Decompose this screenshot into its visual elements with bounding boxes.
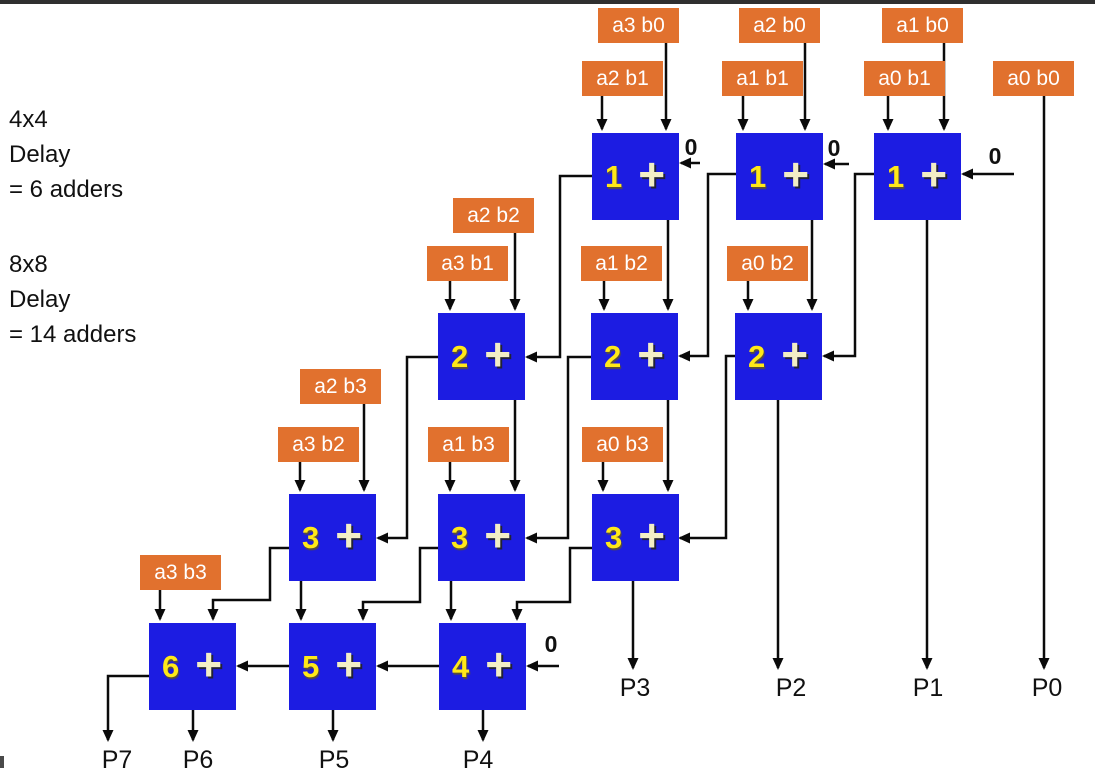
plus-icon: + (195, 637, 223, 690)
output-label-p6: P6 (182, 746, 214, 773)
carry-in-zero-row1-col1: 0 (684, 134, 698, 160)
adder-stage-number: 2 (451, 339, 469, 374)
output-label-p4: P4 (462, 746, 494, 773)
partial-product-a0b1: a0 b1 (864, 61, 945, 96)
adder-row2-col1: 2 + (438, 313, 525, 400)
adder-row1-col3: 1 + (874, 133, 961, 220)
partial-product-a2b0: a2 b0 (739, 8, 820, 43)
partial-product-a0b0: a0 b0 (993, 61, 1074, 96)
plus-icon: + (484, 508, 512, 561)
output-label-p3: P3 (619, 674, 651, 702)
plus-icon: + (485, 637, 513, 690)
partial-product-a3b3: a3 b3 (140, 555, 221, 590)
adder-row3-col3: 3 + (592, 494, 679, 581)
plus-icon: + (782, 147, 810, 200)
partial-product-a1b3: a1 b3 (428, 427, 509, 462)
note-4x4-delay: Delay (9, 141, 71, 168)
adder-stage-number: 3 (302, 520, 320, 555)
plus-icon: + (920, 147, 948, 200)
output-label-p1: P1 (912, 674, 944, 702)
plus-icon: + (637, 327, 665, 380)
plus-icon: + (781, 327, 809, 380)
top-border-bar (0, 0, 1095, 4)
adder-row4-col3: 4 + (439, 623, 526, 710)
note-8x8-adders: = 14 adders (9, 321, 137, 348)
edge-artifact (0, 756, 4, 768)
partial-product-a1b2: a1 b2 (581, 246, 662, 281)
note-4x4-adders: = 6 adders (9, 176, 124, 203)
adder-stage-number: 4 (452, 649, 470, 684)
adder-stage-number: 3 (451, 520, 469, 555)
carry-in-zero-row4-col3: 0 (544, 631, 558, 657)
adder-stage-number: 1 (887, 159, 905, 194)
adder-stage-number: 3 (605, 520, 623, 555)
note-8x8-title: 8x8 (9, 251, 48, 278)
adder-stage-number: 1 (749, 159, 767, 194)
partial-product-a2b2: a2 b2 (453, 198, 534, 233)
adder-stage-number: 2 (748, 339, 766, 374)
partial-product-a0b2: a0 b2 (727, 246, 808, 281)
plus-icon: + (335, 637, 363, 690)
adder-row2-col2: 2 + (591, 313, 678, 400)
adder-row3-col2: 3 + (438, 494, 525, 581)
adder-row1-col1: 1 + (592, 133, 679, 220)
partial-product-a3b0: a3 b0 (598, 8, 679, 43)
partial-product-a3b1: a3 b1 (427, 246, 508, 281)
carry-in-zero-row1-col3: 0 (988, 143, 1002, 169)
output-label-p5: P5 (318, 746, 350, 773)
output-label-p0: P0 (1031, 674, 1063, 702)
plus-icon: + (638, 508, 666, 561)
adder-stage-number: 1 (605, 159, 623, 194)
output-label-p7: P7 (101, 746, 133, 773)
partial-product-a0b3: a0 b3 (582, 427, 663, 462)
adder-stage-number: 5 (302, 649, 320, 684)
adder-row4-col1: 6 + (149, 623, 236, 710)
plus-icon: + (484, 327, 512, 380)
adder-stage-number: 2 (604, 339, 622, 374)
note-4x4-title: 4x4 (9, 106, 48, 133)
adder-row4-col2: 5 + (289, 623, 376, 710)
adder-stage-number: 6 (162, 649, 180, 684)
plus-icon: + (638, 147, 666, 200)
plus-icon: + (335, 508, 363, 561)
output-label-p2: P2 (775, 674, 807, 702)
note-8x8-delay: Delay (9, 286, 71, 313)
partial-product-a1b0: a1 b0 (882, 8, 963, 43)
carry-in-zero-row1-col2: 0 (827, 135, 841, 161)
partial-product-a1b1: a1 b1 (722, 61, 803, 96)
partial-product-a3b2: a3 b2 (278, 427, 359, 462)
adder-row2-col3: 2 + (735, 313, 822, 400)
partial-product-a2b3: a2 b3 (300, 369, 381, 404)
partial-product-a2b1: a2 b1 (582, 61, 663, 96)
adder-row1-col2: 1 + (736, 133, 823, 220)
adder-row3-col1: 3 + (289, 494, 376, 581)
